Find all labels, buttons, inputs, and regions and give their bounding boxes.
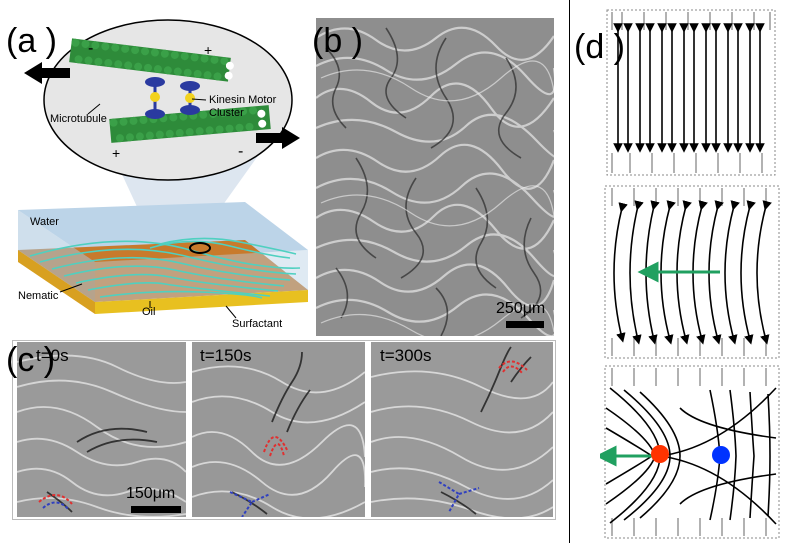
- panel-b-texture: [316, 18, 554, 336]
- label-nematic: Nematic: [18, 290, 59, 302]
- panel-c-image-1: [17, 342, 186, 517]
- label-microtubule: Microtubule: [50, 113, 107, 125]
- label-plus-top: +: [204, 42, 213, 58]
- panel-c-time-1: t=0s: [36, 346, 69, 365]
- label-minus-top: -: [88, 40, 94, 57]
- panel-c-image-2: [192, 342, 365, 517]
- panel-label-c: (c ): [6, 341, 56, 379]
- panel-d-diagram: [600, 9, 780, 539]
- panel-c-texture-1: [17, 342, 186, 517]
- panel-a-illustration: [18, 19, 308, 319]
- label-surfactant: Surfactant: [232, 318, 283, 330]
- panel-c-texture-3: [371, 342, 553, 517]
- label-oil: Oil: [142, 306, 156, 318]
- panel-label-a: (a ): [6, 22, 57, 60]
- panel-c-time-3: t=300s: [380, 346, 432, 365]
- panel-b-scale-bar: [506, 321, 544, 328]
- panel-label-b: (b ): [312, 22, 363, 60]
- divider-vertical: [569, 0, 570, 543]
- panel-b-scale-text: 250μm: [496, 300, 546, 317]
- panel-c-time-2: t=150s: [200, 346, 252, 365]
- label-water: Water: [30, 216, 59, 228]
- panel-c-image-3: [371, 342, 553, 517]
- label-kinesin-motor: Kinesin Motor: [209, 94, 277, 106]
- panel-c-texture-2: [192, 342, 365, 517]
- label-cluster: Cluster: [209, 107, 244, 119]
- label-minus-bottom: -: [238, 143, 244, 160]
- panel-b-image: [316, 18, 554, 336]
- panel-c-scale-bar: [131, 506, 181, 513]
- panel-c-frame: [12, 340, 556, 520]
- label-plus-bottom: +: [112, 145, 121, 161]
- panel-c-scale-text: 150μm: [126, 485, 176, 502]
